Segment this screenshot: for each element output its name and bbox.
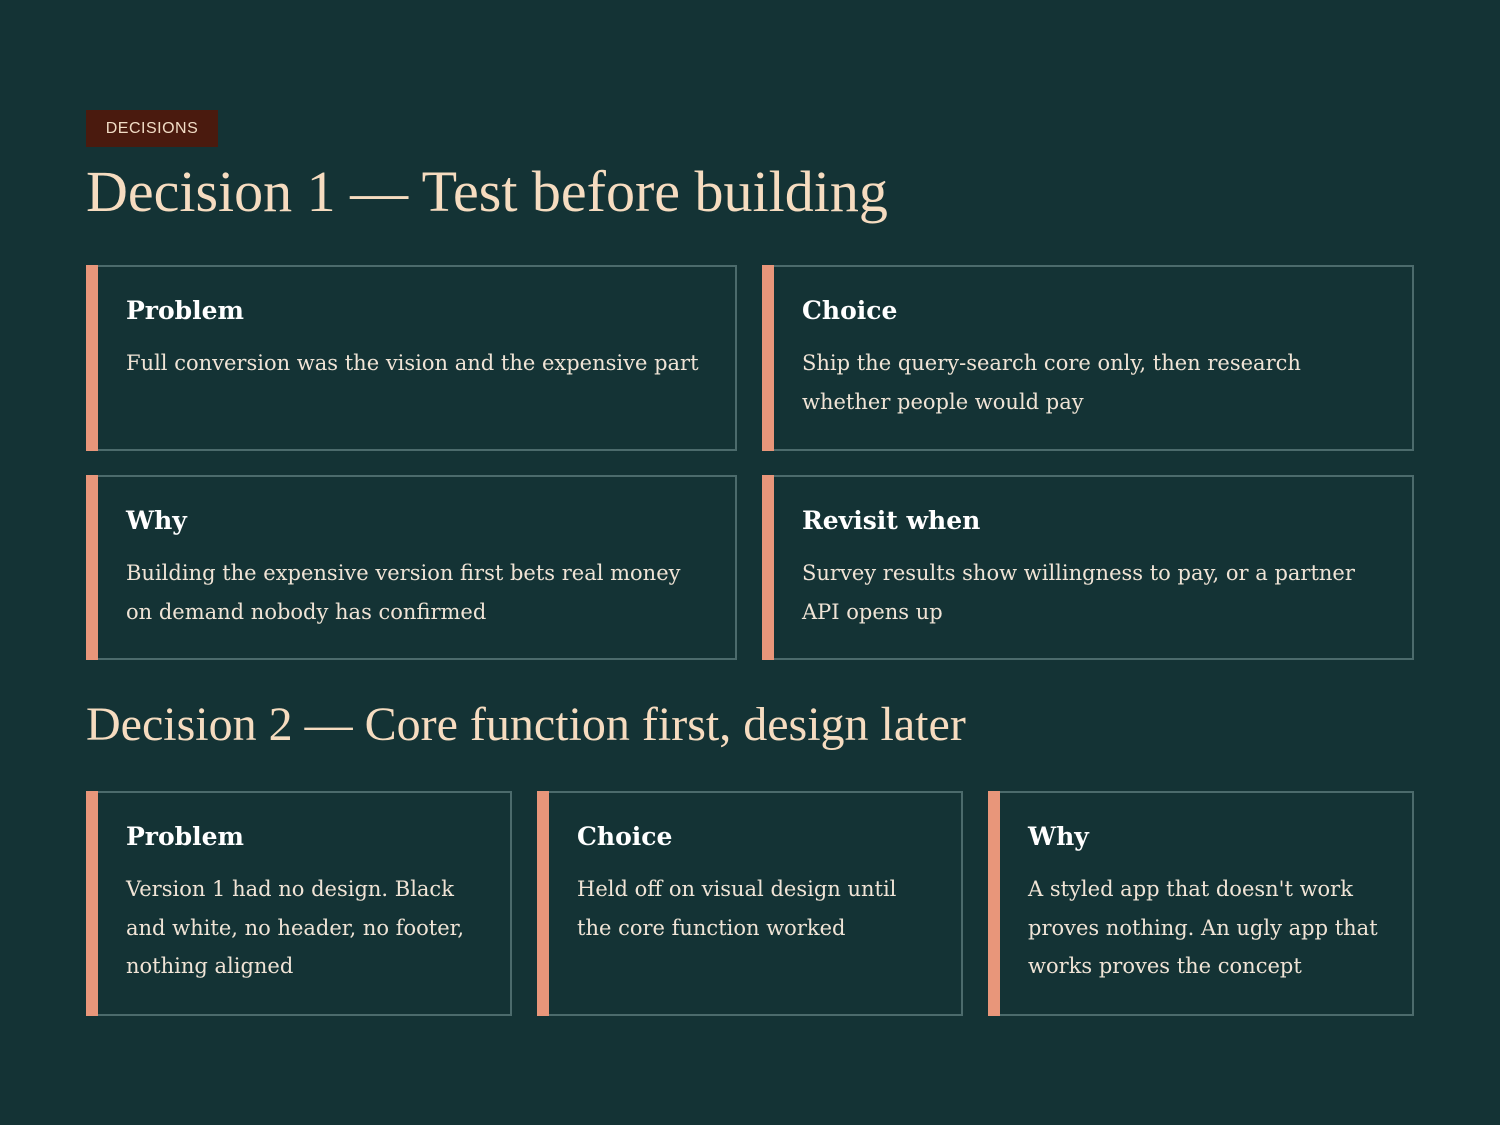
card-title: Problem [126, 296, 244, 325]
card-body: Ship the query-search core only, then re… [802, 351, 1301, 414]
section-tag: DECISIONS [86, 110, 218, 147]
card-title: Why [126, 506, 187, 535]
card-body: Building the expensive version first bet… [126, 561, 681, 624]
card-title: Choice [577, 822, 673, 851]
card-body: Held off on visual design until the core… [577, 877, 897, 940]
card-body: Version 1 had no design. Black and white… [126, 877, 465, 978]
decision-1-why-card: Why Building the expensive version first… [86, 475, 737, 660]
decision-1-choice-card: Choice Ship the query-search core only, … [762, 265, 1414, 451]
card-body: Full conversion was the vision and the e… [126, 351, 699, 375]
decision-2-why-card: Why A styled app that doesn't work prove… [988, 791, 1414, 1016]
decision-2-title: Decision 2 — Core function first, design… [86, 698, 966, 751]
decision-1-title: Decision 1 — Test before building [86, 159, 888, 224]
decision-1-revisit-card: Revisit when Survey results show willing… [762, 475, 1414, 660]
card-title: Revisit when [802, 506, 981, 535]
card-title: Problem [126, 822, 244, 851]
decision-1-problem-card: Problem Full conversion was the vision a… [86, 265, 737, 451]
card-body: A styled app that doesn't work proves no… [1028, 877, 1378, 978]
decision-2-problem-card: Problem Version 1 had no design. Black a… [86, 791, 512, 1016]
card-title: Why [1028, 822, 1089, 851]
card-title: Choice [802, 296, 898, 325]
decision-2-choice-card: Choice Held off on visual design until t… [537, 791, 963, 1016]
card-body: Survey results show willingness to pay, … [802, 561, 1355, 624]
